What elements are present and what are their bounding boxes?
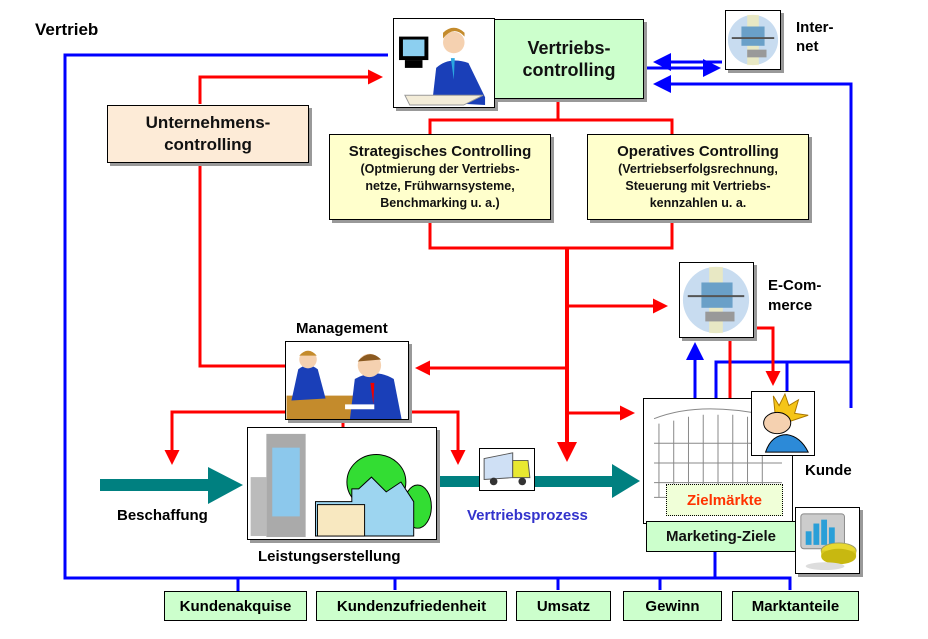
internet-image bbox=[725, 10, 781, 70]
marketing-ziele-box: Marketing-Ziele bbox=[646, 521, 796, 552]
globe-network-icon bbox=[727, 14, 779, 66]
customer-image bbox=[751, 391, 815, 456]
chart-icon bbox=[800, 513, 857, 571]
leistungserstellung-label: Leistungserstellung bbox=[258, 548, 401, 565]
strategisches-line3: Benchmarking u. a.) bbox=[380, 196, 500, 210]
unternehmenscontrolling-box: Unternehmens- controlling bbox=[107, 105, 309, 163]
kpi-kundenzufriedenheit: Kundenzufriedenheit bbox=[316, 591, 507, 621]
truck-icon bbox=[483, 452, 531, 486]
vertriebscontrolling-line2: controlling bbox=[522, 60, 616, 80]
vertriebscontrolling-box: Vertriebs- controlling bbox=[494, 19, 644, 99]
operatives-line3: kennzahlen u. a. bbox=[649, 196, 747, 210]
strategisches-line1: (Optmierung der Vertriebs- bbox=[360, 162, 520, 176]
beschaffung-label: Beschaffung bbox=[117, 507, 208, 524]
ecommerce-label-line2: merce bbox=[768, 297, 813, 314]
zielmaerkte-label: Zielmärkte bbox=[666, 484, 783, 516]
management-label: Management bbox=[296, 320, 388, 337]
ecommerce-image bbox=[679, 262, 754, 338]
process-arrows bbox=[100, 464, 640, 504]
truck-image bbox=[479, 448, 535, 491]
strategisches-heading: Strategisches Controlling bbox=[348, 143, 532, 160]
kpi-umsatz: Umsatz bbox=[516, 591, 611, 621]
kpi-kundenakquise: Kundenakquise bbox=[164, 591, 307, 621]
page-title: Vertrieb bbox=[35, 20, 99, 39]
operatives-heading: Operatives Controlling bbox=[617, 143, 779, 160]
globe-network-icon bbox=[682, 266, 750, 334]
unternehmenscontrolling-line2: controlling bbox=[164, 135, 252, 154]
production-image bbox=[247, 427, 437, 540]
strategisches-line2: netze, Frühwarnsysteme, bbox=[365, 179, 515, 193]
kunde-label: Kunde bbox=[805, 462, 852, 479]
kpi-marktanteile: Marktanteile bbox=[732, 591, 859, 621]
operatives-line2: Steuerung mit Vertriebs- bbox=[625, 179, 771, 193]
ecommerce-label-line1: E-Com- bbox=[768, 277, 822, 294]
vertriebscontrolling-line1: Vertriebs- bbox=[527, 38, 611, 58]
blue-flow-lines bbox=[63, 53, 853, 592]
businessman-at-computer-icon bbox=[399, 27, 486, 106]
unternehmenscontrolling-line1: Unternehmens- bbox=[145, 113, 271, 132]
operatives-line1: (Vertriebserfolgsrechnung, bbox=[618, 162, 778, 176]
king-customer-icon bbox=[763, 392, 809, 453]
operatives-controlling-box: Operatives Controlling (Vertriebserfolgs… bbox=[587, 134, 809, 220]
controller-image bbox=[393, 18, 495, 108]
kpi-gewinn: Gewinn bbox=[623, 591, 722, 621]
internet-label-line2: net bbox=[796, 38, 819, 55]
vertriebsprozess-label: Vertriebsprozess bbox=[467, 507, 588, 524]
strategisches-controlling-box: Strategisches Controlling (Optmierung de… bbox=[329, 134, 551, 220]
business-meeting-icon bbox=[286, 350, 402, 419]
internet-label-line1: Inter- bbox=[796, 19, 834, 36]
factory-building-icon bbox=[250, 433, 432, 538]
analytics-image bbox=[795, 507, 860, 574]
management-image bbox=[285, 341, 409, 420]
